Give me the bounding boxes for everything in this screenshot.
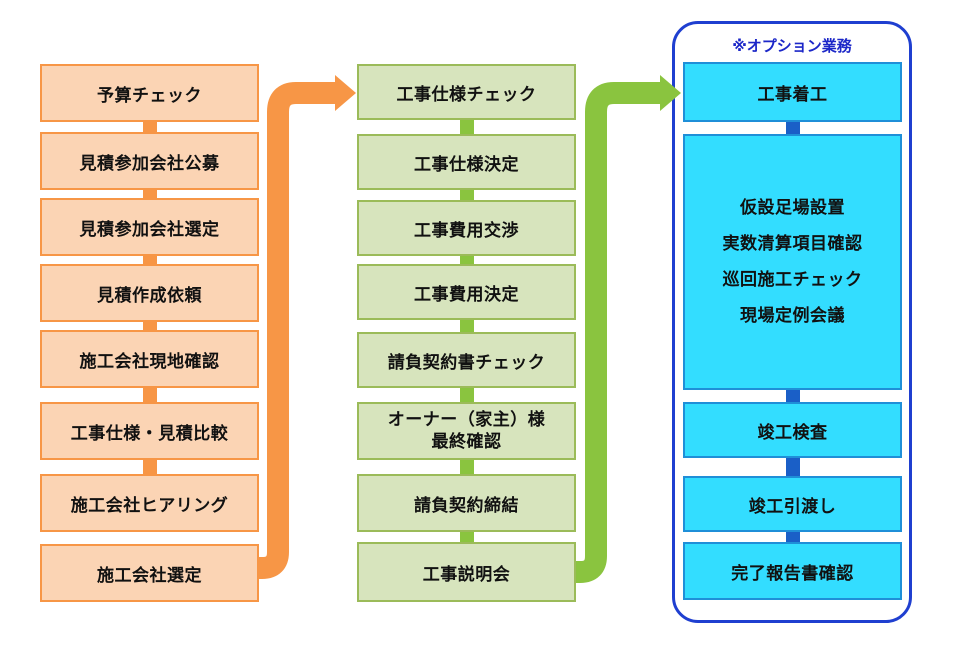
step-contract-document-check: 請負契約書チェック (357, 332, 576, 388)
connector (786, 388, 800, 404)
step-spec-estimate-comparison: 工事仕様・見積比較 (40, 402, 259, 460)
connector (143, 320, 157, 332)
connector (786, 456, 800, 478)
connector (460, 188, 474, 202)
step-budget-check: 予算チェック (40, 64, 259, 122)
step-contractor-selection: 施工会社選定 (40, 544, 259, 602)
option-services-title: ※オプション業務 (732, 37, 852, 55)
step-contractor-hearing: 施工会社ヒアリング (40, 474, 259, 532)
activity-site-meeting: 現場定例会議 (740, 306, 845, 326)
step-cost-negotiation: 工事費用交渉 (357, 200, 576, 256)
connector (786, 530, 800, 544)
step-spec-check: 工事仕様チェック (357, 64, 576, 120)
green-transition-arrow (569, 82, 662, 583)
connector (143, 188, 157, 200)
connector (460, 254, 474, 266)
connector (143, 254, 157, 266)
activity-patrol-check: 巡回施工チェック (722, 270, 863, 290)
green-arrowhead (660, 75, 681, 111)
connector (460, 318, 474, 334)
orange-transition-arrow (251, 82, 337, 579)
owner-final-confirmation-line2: 最終確認 (431, 432, 502, 452)
step-spec-decision: 工事仕様決定 (357, 134, 576, 190)
connector (460, 118, 474, 136)
step-owner-final-confirmation: オーナー（家主）様 最終確認 (357, 402, 576, 460)
step-bidder-selection: 見積参加会社選定 (40, 198, 259, 256)
step-site-inspection: 施工会社現地確認 (40, 330, 259, 388)
step-bidder-recruitment: 見積参加会社公募 (40, 132, 259, 190)
step-completion-inspection: 竣工検査 (683, 402, 902, 458)
step-contract-signing: 請負契約締結 (357, 474, 576, 532)
connector (143, 386, 157, 404)
step-cost-decision: 工事費用決定 (357, 264, 576, 320)
step-construction-briefing: 工事説明会 (357, 542, 576, 602)
step-completion-report-check: 完了報告書確認 (683, 542, 902, 600)
orange-arrowhead (335, 75, 356, 111)
step-construction-start: 工事着工 (683, 62, 902, 122)
connector (460, 530, 474, 544)
activity-actual-settlement-check: 実数清算項目確認 (722, 234, 863, 254)
connector (460, 458, 474, 476)
connector (460, 386, 474, 404)
step-completion-handover: 竣工引渡し (683, 476, 902, 532)
step-construction-activities: 仮設足場設置 実数清算項目確認 巡回施工チェック 現場定例会議 (683, 134, 902, 390)
activity-scaffolding: 仮設足場設置 (740, 198, 845, 218)
owner-final-confirmation-line1: オーナー（家主）様 (387, 410, 546, 430)
step-estimate-request: 見積作成依頼 (40, 264, 259, 322)
connector (786, 120, 800, 136)
connector (143, 458, 157, 476)
